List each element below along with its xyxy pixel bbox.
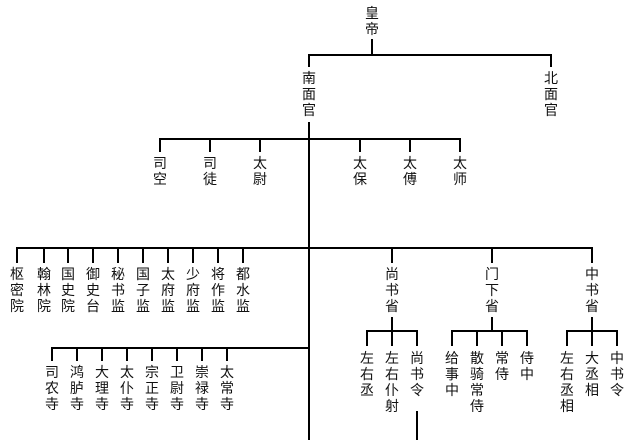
node-zhongshusheng: 中书省 bbox=[585, 267, 599, 315]
node-guozijian: 国子监 bbox=[136, 267, 150, 315]
node-south-officials: 南面官 bbox=[302, 71, 316, 119]
node-shangshusheng: 尚书省 bbox=[385, 267, 399, 315]
node-zuoyouchengxiang: 左右丞相 bbox=[560, 351, 574, 415]
node-honglusi: 鸿胪寺 bbox=[70, 365, 84, 413]
node-taipusi: 太仆寺 bbox=[120, 365, 134, 413]
node-north-officials: 北面官 bbox=[544, 71, 558, 119]
node-sinongsi: 司农寺 bbox=[45, 365, 59, 413]
node-weiweisi: 卫尉寺 bbox=[170, 365, 184, 413]
node-hanlinyuan: 翰林院 bbox=[37, 267, 51, 315]
node-mishujian: 秘书监 bbox=[111, 267, 125, 315]
node-zongzhengsi: 宗正寺 bbox=[145, 365, 159, 413]
node-shizhong: 侍中 bbox=[520, 351, 534, 383]
node-shangshuling: 尚书令 bbox=[410, 351, 424, 399]
node-changshi: 常侍 bbox=[495, 351, 509, 383]
node-menxiasheng: 门下省 bbox=[485, 267, 499, 315]
node-taiwei: 太尉 bbox=[253, 156, 267, 188]
node-shumiyuan: 枢密院 bbox=[10, 267, 24, 315]
node-taishi: 太师 bbox=[453, 156, 467, 188]
node-sikong: 司空 bbox=[153, 156, 167, 188]
node-emperor: 皇帝 bbox=[365, 6, 379, 38]
node-chonglusi: 崇禄寺 bbox=[195, 365, 209, 413]
node-zuoyoupushe: 左右仆射 bbox=[385, 351, 399, 415]
node-jiangzuojian: 将作监 bbox=[211, 267, 225, 315]
node-taifujian: 太府监 bbox=[161, 267, 175, 315]
node-taifu: 太傅 bbox=[403, 156, 417, 188]
node-taibao: 太保 bbox=[353, 156, 367, 188]
node-situ: 司徒 bbox=[203, 156, 217, 188]
node-jishizhong: 给事中 bbox=[445, 351, 459, 399]
node-dachengxiang: 大丞相 bbox=[585, 351, 599, 399]
node-taichangsi: 太常寺 bbox=[220, 365, 234, 413]
node-yushitai: 御史台 bbox=[86, 267, 100, 315]
node-shaofujian: 少府监 bbox=[186, 267, 200, 315]
node-zhongshuling: 中书令 bbox=[610, 351, 624, 399]
node-guoshiyuan: 国史院 bbox=[61, 267, 75, 315]
node-dushuijian: 都水监 bbox=[236, 267, 250, 315]
node-zuoyoucheng: 左右丞 bbox=[360, 351, 374, 399]
node-sanqichangshi: 散骑常侍 bbox=[470, 351, 484, 415]
node-dalisi: 大理寺 bbox=[95, 365, 109, 413]
